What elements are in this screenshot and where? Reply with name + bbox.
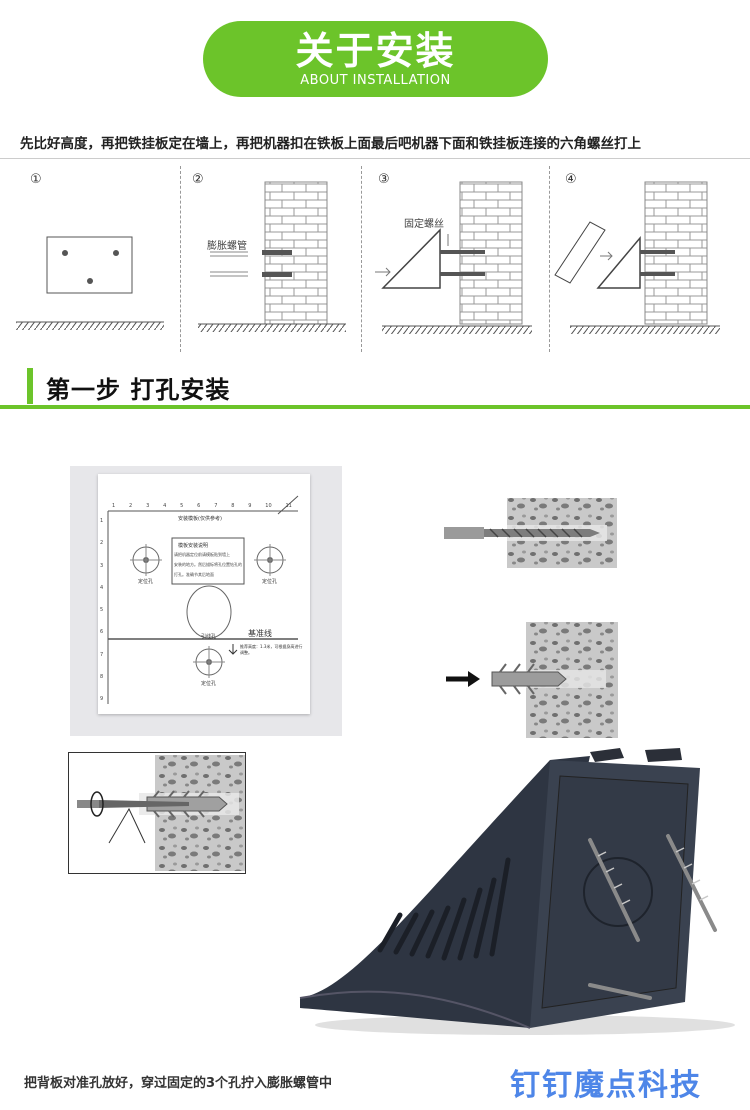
ruler-tick: 4 xyxy=(100,584,104,591)
template-note-line: 请把机器定位前请模板贴到墙上 xyxy=(174,552,230,557)
header-title: 关于安装 xyxy=(295,29,456,73)
ruler-tick: 7 xyxy=(100,651,104,658)
template-note-line: 打孔。准确节其后地面 xyxy=(174,572,214,577)
device-photo xyxy=(290,740,750,1040)
header-subtitle: ABOUT INSTALLATION xyxy=(300,73,451,88)
section-heading: 第一步 打孔安装 xyxy=(0,362,750,412)
ruler-tick: 2 xyxy=(100,540,104,547)
section-accent-bar xyxy=(27,368,33,404)
step-2-number: ② xyxy=(192,172,204,187)
ruler-tick: 8 xyxy=(100,673,104,680)
step-3-drawing xyxy=(375,181,532,334)
right-hole-label: 定位孔 xyxy=(262,579,278,585)
header-pill: 关于安装 ABOUT INSTALLATION xyxy=(203,21,548,97)
step-4-drawing xyxy=(554,181,720,334)
bottom-instruction: 把背板对准孔放好，穿过固定的3个孔拧入膨胀螺管中 xyxy=(24,1076,333,1091)
step-2-label: 膨胀螺管 xyxy=(207,241,247,252)
template-sheet: 安装模板(仅供参考) 模板安装说明 请把机器定位前请模板贴到墙上 安装的地方。然… xyxy=(98,474,310,714)
step-3-number: ③ xyxy=(378,172,390,187)
ruler-tick: 5 xyxy=(180,503,184,509)
ruler-left: 1 2 3 4 5 6 7 8 9 xyxy=(100,518,103,702)
ruler-tick: 9 xyxy=(100,696,104,702)
ruler-tick: 2 xyxy=(129,503,133,509)
step-divider xyxy=(361,166,362,352)
template-note-title: 模板安装说明 xyxy=(178,543,209,549)
ruler-tick: 1 xyxy=(112,503,116,509)
section-rule xyxy=(0,405,750,409)
ruler-tick: 9 xyxy=(248,503,252,509)
drill-illustration xyxy=(444,498,617,568)
ruler-tick: 6 xyxy=(197,503,201,509)
ruler-top: 1 2 3 4 5 6 7 8 9 10 11 xyxy=(112,503,292,509)
left-hole-label: 定位孔 xyxy=(138,579,154,585)
template-sheet-lines xyxy=(107,495,299,704)
ruler-tick: 4 xyxy=(163,503,167,509)
ruler-tick: 5 xyxy=(100,607,104,613)
screw-illustration xyxy=(68,752,246,874)
step-1-drawing xyxy=(16,236,164,330)
ruler-tick: 3 xyxy=(100,562,104,569)
baseline-note: 推荐高度：1.3米，可根据身高进行调整。 xyxy=(240,644,303,655)
step-3-label: 固定螺丝 xyxy=(404,219,444,230)
template-header: 安装模板(仅供参考) xyxy=(178,516,222,522)
steps-illustration xyxy=(16,181,720,334)
step-2-drawing xyxy=(198,181,346,332)
ruler-tick: 11 xyxy=(285,503,292,509)
brand-watermark: 钉钉魔点科技 xyxy=(510,1068,702,1103)
bottom-hole-label: 定位孔 xyxy=(201,681,217,687)
anchor-insert-illustration xyxy=(446,622,618,738)
step-divider xyxy=(180,166,181,352)
ruler-tick: 7 xyxy=(214,503,218,509)
step-divider xyxy=(549,166,550,352)
template-photo: 安装模板(仅供参考) 模板安装说明 请把机器定位前请模板贴到墙上 安装的地方。然… xyxy=(70,466,342,736)
ruler-tick: 1 xyxy=(100,518,104,524)
ruler-tick: 6 xyxy=(100,629,104,636)
ruler-tick: 3 xyxy=(146,503,150,509)
center-hole-label: 引线孔 xyxy=(201,634,217,640)
baseline-label: 基准线 xyxy=(248,629,272,638)
ruler-tick: 8 xyxy=(231,503,235,509)
divider-top xyxy=(0,158,750,159)
intro-text: 先比好高度，再把铁挂板定在墙上，再把机器扣在铁板上面最后吧机器下面和铁挂板连接的… xyxy=(20,136,641,152)
step-1-number: ① xyxy=(30,172,42,187)
section-title: 第一步 打孔安装 xyxy=(46,376,231,404)
step-4-number: ④ xyxy=(565,172,577,187)
template-note-line: 安装的地方。然后描标将孔位置钻孔的 xyxy=(174,562,242,567)
ruler-tick: 10 xyxy=(265,503,272,509)
screw-drawing xyxy=(77,755,245,871)
